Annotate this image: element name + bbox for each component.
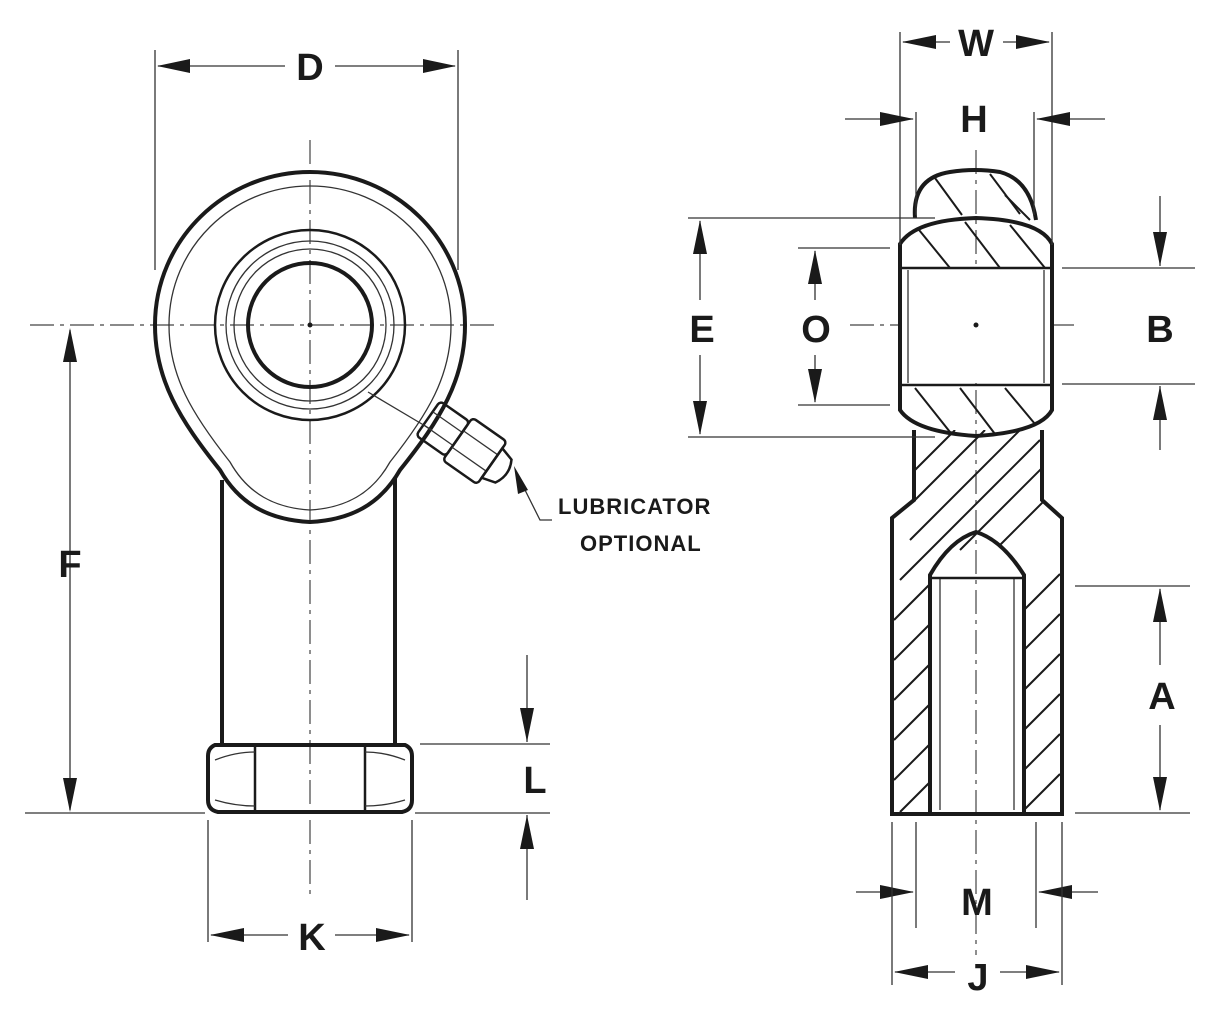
housing-top-cap <box>912 168 1038 221</box>
ball-hatch-6 <box>1004 387 1041 431</box>
ball-hatch-1 <box>914 224 951 269</box>
label-h: H <box>960 99 987 141</box>
label-b: B <box>1146 309 1173 351</box>
ball-hatch-5 <box>959 387 996 435</box>
dim-w-arrow-left <box>902 35 936 49</box>
lubricator-leader-line <box>367 391 433 431</box>
ball-hatch-2 <box>964 221 1001 269</box>
lubricator-callout-leader <box>519 479 552 521</box>
race-circle-3 <box>233 248 387 402</box>
cap-hatch-1 <box>934 177 963 216</box>
label-o: O <box>801 309 831 351</box>
tapped-hole <box>928 529 1026 812</box>
label-k: K <box>298 917 326 959</box>
nut-chamfer-right <box>364 751 406 807</box>
lubricator-note-line1: LUBRICATOR <box>558 494 711 519</box>
dim-o-arrow-bottom <box>808 369 822 403</box>
label-e: E <box>689 309 714 351</box>
section-view <box>688 32 1195 985</box>
lubricator-note-line2: OPTIONAL <box>580 531 702 556</box>
dim-b-arrow-bottom <box>1153 386 1167 420</box>
ball-hatch-3 <box>1009 224 1046 269</box>
label-m: M <box>961 882 993 924</box>
bore-center-dot <box>307 322 313 328</box>
dim-j-arrow-left <box>894 965 928 979</box>
dim-o-arrow-top <box>808 250 822 284</box>
section-center-dot <box>973 322 979 328</box>
label-j: J <box>967 957 988 999</box>
housing-eye-inner-edge <box>168 185 452 511</box>
lubricator-callout-arrow <box>514 466 528 494</box>
dim-d-arrow-left <box>157 59 190 73</box>
dim-k-arrow-right <box>376 928 410 942</box>
cap-hatch-3 <box>1004 194 1031 221</box>
dim-l-arrow-bottom <box>520 815 534 849</box>
dim-h-arrow-left <box>880 112 914 126</box>
outer-race-circle <box>213 228 407 422</box>
dim-d-arrow-right <box>423 59 456 73</box>
cap-hatch-2 <box>989 173 1021 215</box>
dim-e-arrow-bottom <box>693 401 707 435</box>
race-circle-2 <box>225 240 395 410</box>
label-w: W <box>958 23 994 65</box>
shank-hatching <box>893 430 1062 813</box>
jam-nut <box>206 743 414 814</box>
ball-hatch-4 <box>914 387 951 433</box>
dim-l-arrow-top <box>520 708 534 742</box>
label-f: F <box>58 544 81 586</box>
dim-w-arrow-right <box>1016 35 1050 49</box>
dim-f-arrow-top <box>63 328 77 362</box>
dim-a-arrow-bottom <box>1153 777 1167 811</box>
front-view <box>25 50 552 942</box>
dim-m-arrow-right <box>1038 885 1072 899</box>
dim-b-arrow-top <box>1153 232 1167 266</box>
nut-chamfer-left <box>214 751 256 807</box>
ball-outline <box>898 215 1054 439</box>
shank-body <box>890 430 1064 816</box>
housing-eye-outline <box>152 169 468 525</box>
dim-j-arrow-right <box>1026 965 1060 979</box>
lubricator-fitting <box>416 401 513 485</box>
bore-circle <box>246 261 374 389</box>
label-d: D <box>296 47 323 89</box>
dim-a-arrow-top <box>1153 588 1167 622</box>
dim-m-arrow-left <box>880 885 914 899</box>
label-a: A <box>1148 676 1175 718</box>
dim-e-arrow-top <box>693 220 707 254</box>
dim-k-arrow-left <box>210 928 244 942</box>
dim-h-arrow-right <box>1036 112 1070 126</box>
label-l: L <box>523 760 546 802</box>
dim-f-arrow-bottom <box>63 778 77 812</box>
